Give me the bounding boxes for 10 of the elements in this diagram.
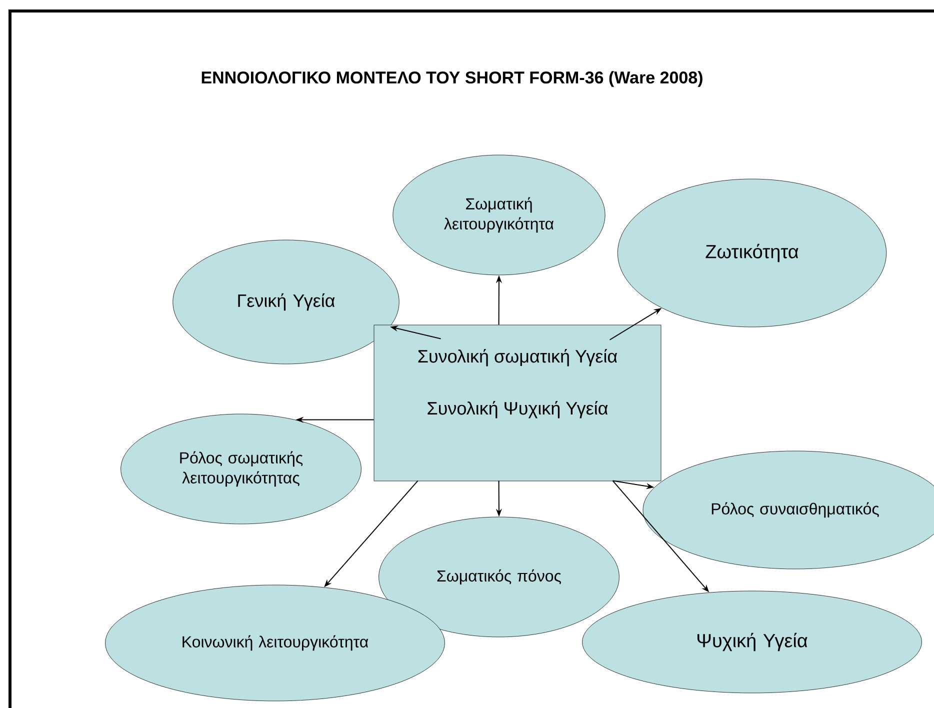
ellipse-node: Γενική Υγεία	[172, 240, 400, 364]
ellipse-node: Ρόλος συναισθηματικός	[642, 450, 934, 570]
ellipse-node: Σωματική λειτουργικότητα	[392, 154, 606, 276]
ellipse-node: Ζωτικότητα	[617, 178, 887, 328]
ellipse-node: Σωματικός πόνος	[378, 516, 620, 638]
process-box: Συνολική σωματική Υγεία Συνολική Ψυχική Υγεία	[374, 324, 662, 482]
ellipse-node: Κοινωνική λειτουργικότητα	[105, 584, 445, 702]
ellipse-node: Ρόλος σωματικής λειτουργικότητας	[120, 414, 362, 524]
title: ΕΝΝΟΙΟΛΟΓΙΚΟ ΜΟΝΤΕΛΟ ΤΟΥ SHORT FORM-36 (Ware 2008)	[202, 71, 702, 87]
ellipse-node: Ψυχική Υγεία	[582, 590, 922, 694]
